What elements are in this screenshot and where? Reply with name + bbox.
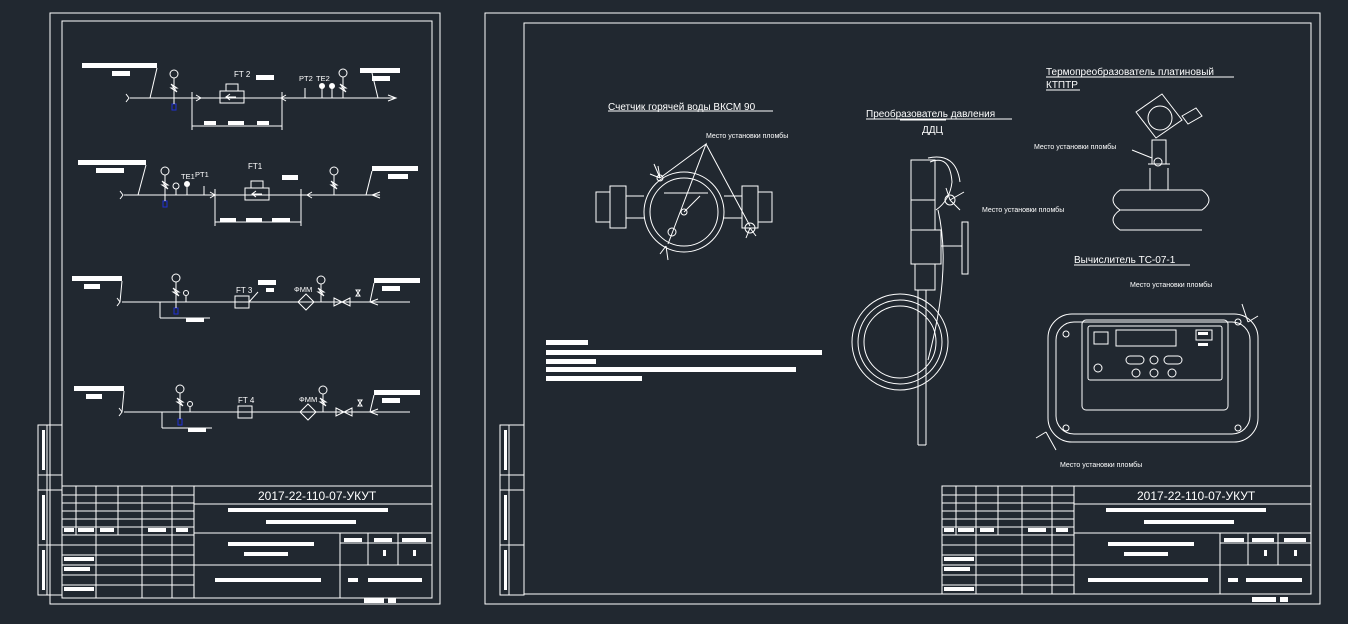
right-sheet-inner-frame	[523, 22, 1312, 595]
right-title-block	[941, 485, 1312, 602]
seal-label-thermo: Место установки пломбы	[1034, 143, 1116, 151]
sensor-marker-blue	[171, 103, 177, 111]
heading-thermo-line2: КТПТР	[1046, 80, 1078, 91]
label-te1: TE1	[181, 172, 195, 181]
valve-symbol	[333, 297, 351, 307]
left-sheet: FT 2 PT2 TE2	[37, 12, 441, 605]
scheme-3	[72, 273, 420, 322]
right-sheet-outer-frame	[484, 12, 1321, 605]
label-te2: TE2	[316, 74, 330, 83]
filter-symbol	[299, 403, 317, 421]
calculator-drawing	[1035, 264, 1259, 451]
filter-symbol	[297, 293, 315, 311]
sensor-marker-blue	[173, 307, 179, 315]
label-fmm-2: ФММ	[299, 395, 317, 404]
sensor-marker-blue	[162, 200, 168, 208]
label-fmm-1: ФММ	[294, 285, 312, 294]
label-pt2: PT2	[299, 74, 313, 83]
right-doc-code: 2017-22-110-07-УКУТ	[1137, 489, 1256, 503]
heading-pressure-line2: ДДЦ	[922, 125, 944, 136]
valve-symbol	[335, 407, 353, 417]
heading-pressure-line1: Преобразователь давления	[866, 108, 995, 120]
label-ft2: FT 2	[234, 70, 251, 79]
left-sheet-outer-frame	[49, 12, 441, 605]
sensor-marker-blue	[177, 418, 183, 426]
left-doc-code: 2017-22-110-07-УКУТ	[258, 489, 377, 503]
seal-label-pressure: Место установки пломбы	[982, 206, 1064, 214]
left-title-block	[61, 485, 433, 603]
water-meter-drawing	[595, 110, 773, 261]
label-ft1: FT1	[248, 162, 263, 171]
scheme-2	[78, 160, 418, 226]
heading-water-meter: Счетчик горячей воды ВКСМ 90	[608, 102, 756, 113]
pressure-transducer-drawing	[851, 118, 1012, 446]
right-side-stamp	[499, 424, 525, 596]
notes-block	[546, 340, 822, 381]
scheme-1	[82, 63, 400, 130]
label-pt1: PT1	[195, 170, 209, 179]
label-ft3: FT 3	[236, 286, 253, 295]
scheme-4	[74, 384, 420, 432]
heading-calculator: Вычислитель ТС-07-1	[1074, 255, 1176, 266]
seal-label-meter: Место установки пломбы	[706, 132, 788, 140]
seal-label-calc-bottom: Место установки пломбы	[1060, 461, 1142, 469]
right-sheet: Счетчик горячей воды ВКСМ 90 Место устан…	[484, 12, 1321, 605]
label-ft4: FT 4	[238, 396, 255, 405]
seal-label-calc-top: Место установки пломбы	[1130, 281, 1212, 289]
heading-thermo-line1: Термопреобразователь платиновый	[1046, 66, 1214, 78]
thermo-converter-drawing	[1046, 76, 1234, 231]
